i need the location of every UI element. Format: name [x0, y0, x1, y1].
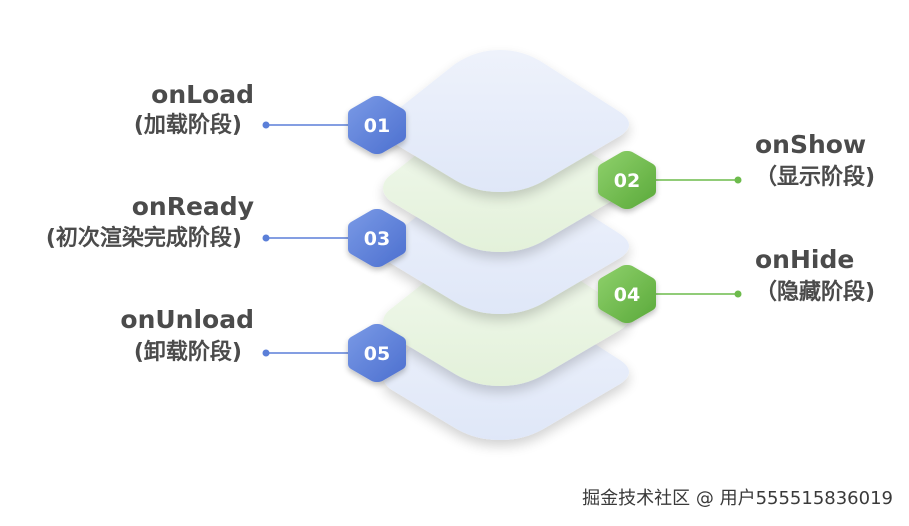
badge-04: 04 — [598, 265, 656, 323]
stage-5-name: onUnload — [120, 305, 254, 334]
connectors — [262, 121, 742, 357]
stage-3-name: onReady — [131, 192, 254, 221]
stage-4-name: onHide — [755, 245, 855, 274]
badge-01-label: 01 — [364, 115, 390, 137]
badge-02-label: 02 — [614, 170, 640, 192]
connector-dot-1 — [262, 121, 270, 129]
watermark: 掘金技术社区 @ 用户555515836019 — [582, 488, 893, 509]
badge-01: 01 — [348, 96, 406, 154]
connector-dot-5 — [262, 349, 270, 357]
stage-3-desc: (初次渲染完成阶段) — [45, 226, 242, 251]
connector-dot-3 — [262, 234, 270, 242]
stage-1-name: onLoad — [151, 80, 254, 109]
stage-4-desc: （隐藏阶段) — [755, 280, 876, 305]
badge-03: 03 — [348, 209, 406, 267]
badge-02: 02 — [598, 151, 656, 209]
stage-2-desc: （显示阶段) — [755, 165, 876, 190]
badge-05: 05 — [348, 324, 406, 382]
connector-dot-4 — [734, 290, 742, 298]
stage-1-desc: (加载阶段) — [133, 113, 242, 138]
layer-stack — [383, 50, 629, 440]
connector-dot-2 — [734, 176, 742, 184]
badge-05-label: 05 — [364, 343, 390, 365]
badge-03-label: 03 — [364, 228, 390, 250]
stage-5-desc: (卸载阶段) — [133, 340, 242, 365]
badge-04-label: 04 — [614, 284, 640, 306]
layer-1 — [383, 50, 629, 192]
stage-2-name: onShow — [755, 130, 867, 159]
